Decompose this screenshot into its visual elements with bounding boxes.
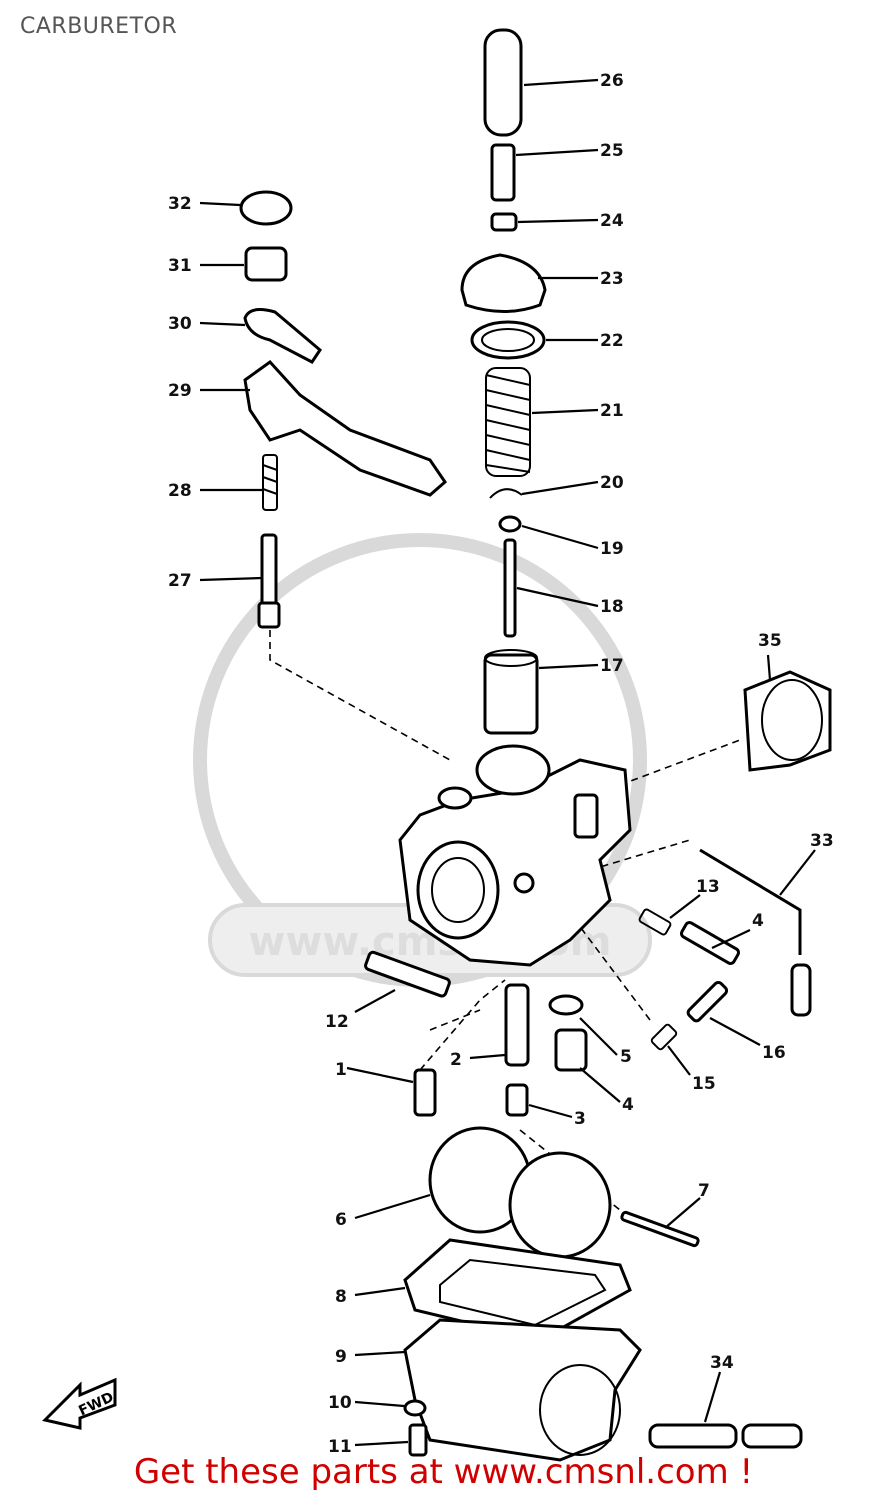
part-25-adjuster: [490, 143, 516, 202]
callout-11: 11: [328, 1437, 352, 1457]
part-19-ring: [498, 515, 522, 533]
part-18-needle: [503, 538, 517, 638]
callout-3: 3: [574, 1109, 586, 1129]
callout-17: 17: [600, 656, 624, 676]
callout-10: 10: [328, 1393, 352, 1413]
callout-6: 6: [335, 1210, 347, 1230]
part-4-plug-lower: [554, 1028, 588, 1072]
callout-32: 32: [168, 194, 192, 214]
callout-28: 28: [168, 481, 192, 501]
callout-4-right: 4: [752, 911, 764, 931]
callout-34: 34: [710, 1353, 734, 1373]
callout-12: 12: [325, 1012, 349, 1032]
part-34-hose: [648, 1423, 803, 1449]
part-20-clip: [489, 488, 523, 499]
callout-15: 15: [692, 1074, 716, 1094]
callout-13: 13: [696, 877, 720, 897]
page-title: CARBURETOR: [20, 14, 178, 39]
part-27-plunger: [257, 533, 281, 629]
callout-19: 19: [600, 539, 624, 559]
part-10-washer: [403, 1399, 427, 1417]
leader-lines: [199, 78, 816, 1447]
callout-29: 29: [168, 381, 192, 401]
callout-9: 9: [335, 1347, 347, 1367]
part-32-cap: [239, 190, 293, 226]
callout-7: 7: [698, 1181, 710, 1201]
callout-4-lower: 4: [622, 1095, 634, 1115]
callout-22: 22: [600, 331, 624, 351]
part-5-washer: [548, 994, 584, 1016]
callout-33: 33: [810, 831, 834, 851]
part-31-plunger-nut: [244, 246, 288, 282]
callout-26: 26: [600, 71, 624, 91]
callout-2: 2: [450, 1050, 462, 1070]
callout-35: 35: [758, 631, 782, 651]
fwd-arrow-icon: FWD: [42, 1377, 117, 1430]
part-21-spring: [485, 367, 531, 477]
part-12-screw: [364, 950, 451, 998]
part-16-screw: [686, 980, 729, 1023]
part-2-jet-holder: [504, 983, 530, 1067]
callout-18: 18: [600, 597, 624, 617]
callout-30: 30: [168, 314, 192, 334]
part-23-top: [460, 253, 547, 313]
part-11-screw: [408, 1423, 428, 1457]
callout-21: 21: [600, 401, 624, 421]
callout-16: 16: [762, 1043, 786, 1063]
carburetor-body: [398, 744, 632, 967]
part-17-slide: [483, 649, 539, 735]
part-15-spring: [650, 1023, 678, 1051]
callout-1: 1: [335, 1060, 347, 1080]
part-29-lever: [243, 360, 447, 497]
part-9-bowl: [403, 1318, 642, 1462]
callout-27: 27: [168, 571, 192, 591]
part-33-tube: [699, 848, 812, 1017]
callout-25: 25: [600, 141, 624, 161]
footer-link[interactable]: Get these parts at www.cmsnl.com !: [133, 1452, 754, 1492]
callout-8: 8: [335, 1287, 347, 1307]
part-35-cap: [743, 670, 832, 772]
callouts: 26 25 24 23 22 21 20 19 18 17 32 31 30 2…: [168, 71, 834, 1457]
part-13-spring: [638, 908, 672, 936]
part-3-jet: [505, 1083, 529, 1117]
part-26-cap: [483, 28, 523, 137]
part-7-pin: [620, 1210, 700, 1248]
part-4-screw-right: [679, 921, 741, 965]
part-8-gasket: [403, 1238, 632, 1342]
callout-23: 23: [600, 269, 624, 289]
part-30-plate: [243, 308, 322, 364]
part-1-jet: [413, 1068, 437, 1117]
callout-5: 5: [620, 1047, 632, 1067]
part-6-float: [428, 1126, 612, 1259]
part-28-spring: [262, 454, 278, 511]
part-22-gasket: [470, 320, 546, 360]
part-24-nut: [490, 212, 518, 232]
callout-31: 31: [168, 256, 192, 276]
callout-20: 20: [600, 473, 624, 493]
callout-24: 24: [600, 211, 624, 231]
